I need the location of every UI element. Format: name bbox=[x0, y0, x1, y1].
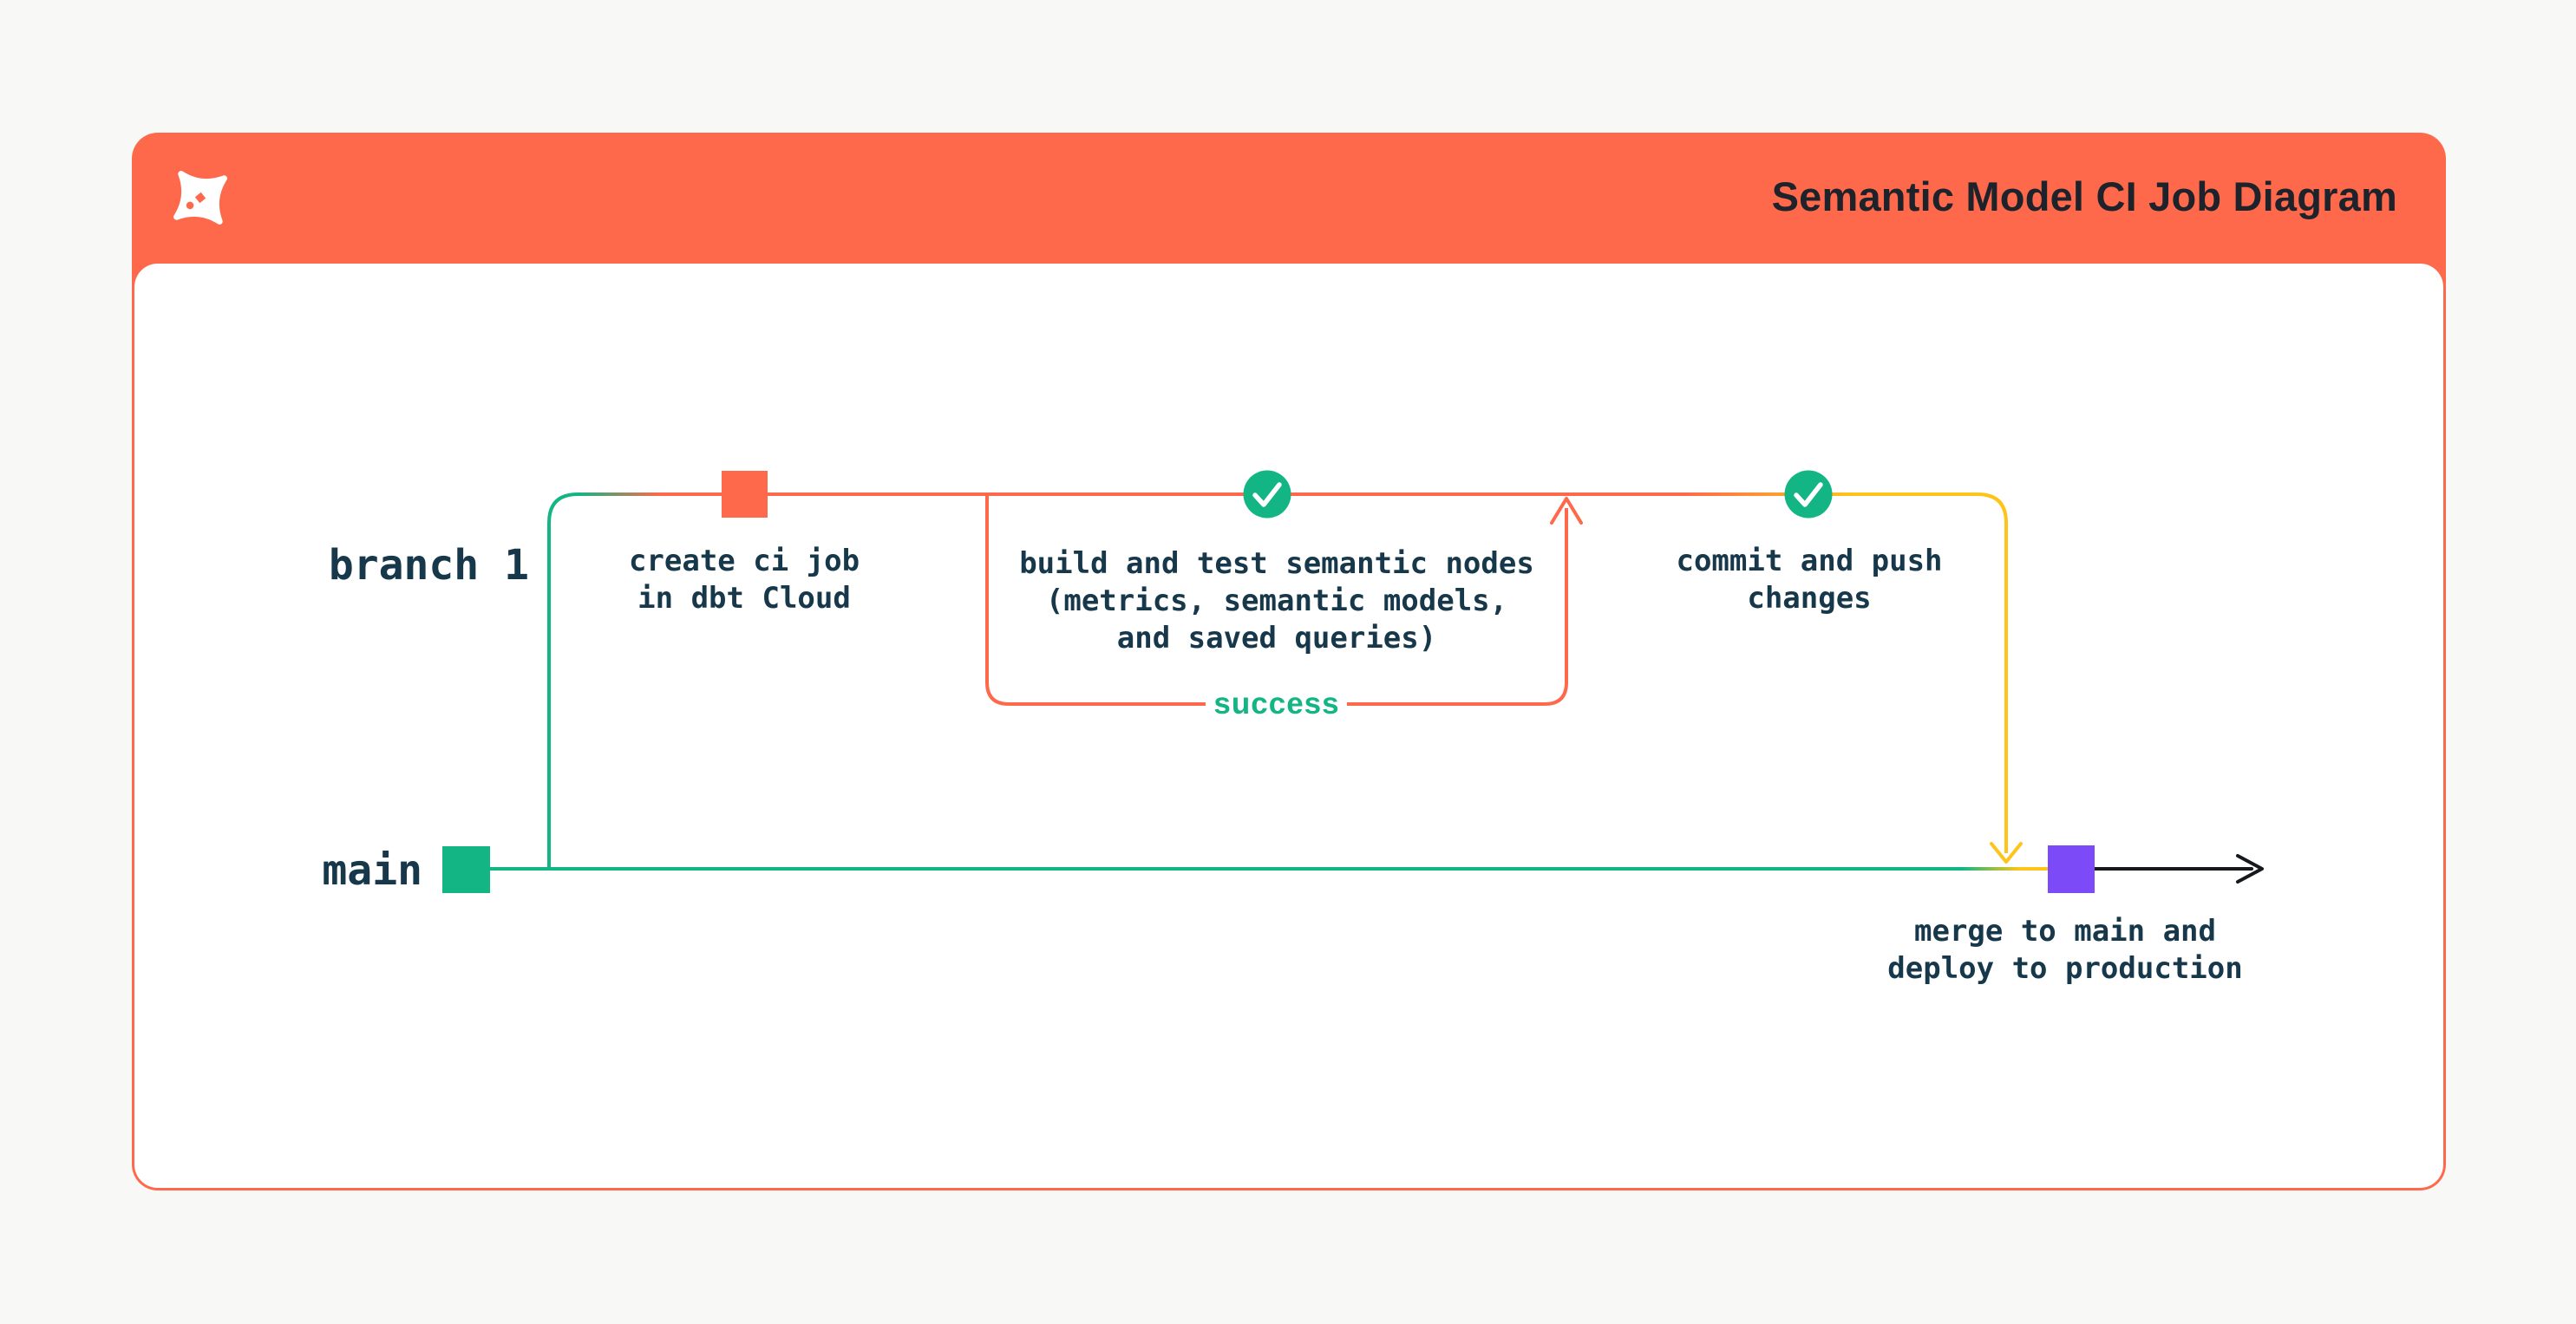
lane-label-main: main bbox=[322, 846, 422, 895]
merge-commit-square bbox=[2048, 845, 2095, 893]
dbt-logo-center-diamond bbox=[194, 192, 206, 204]
build-test-check-icon bbox=[1243, 470, 1291, 519]
dbt-logo-icon bbox=[173, 171, 227, 225]
node-label-create-ci-job: create ci job in dbt Cloud bbox=[628, 544, 860, 616]
commit-push-check-icon bbox=[1784, 470, 1833, 519]
success-edge-label: success bbox=[1213, 687, 1340, 721]
merge-arrowhead-icon bbox=[1990, 842, 2023, 864]
node-label-commit-push: commit and push changes bbox=[1676, 544, 1943, 616]
production-arrowhead-icon bbox=[2236, 854, 2264, 884]
diagram-card: Semantic Model CI Job Diagram bbox=[132, 133, 2446, 1190]
lane-label-branch-1: branch 1 bbox=[328, 541, 529, 590]
create-ci-commit-square bbox=[722, 471, 768, 518]
dbt-logo-notch bbox=[186, 201, 194, 210]
success-loop-right-line bbox=[1347, 508, 1568, 706]
branch-riser-line bbox=[547, 492, 579, 869]
main-commit-square bbox=[442, 846, 490, 893]
success-loop-left-line bbox=[985, 494, 1206, 706]
page-title: Semantic Model CI Job Diagram bbox=[1771, 173, 2397, 219]
node-label-merge-deploy: merge to main and deploy to production bbox=[1887, 914, 2243, 986]
merge-drop-line bbox=[1977, 492, 2008, 853]
success-loop-arrowhead-icon bbox=[1550, 497, 1583, 525]
card-body bbox=[134, 264, 2443, 1188]
node-label-build-test-semantic-nodes: build and test semantic nodes (metrics, … bbox=[1019, 546, 1534, 655]
